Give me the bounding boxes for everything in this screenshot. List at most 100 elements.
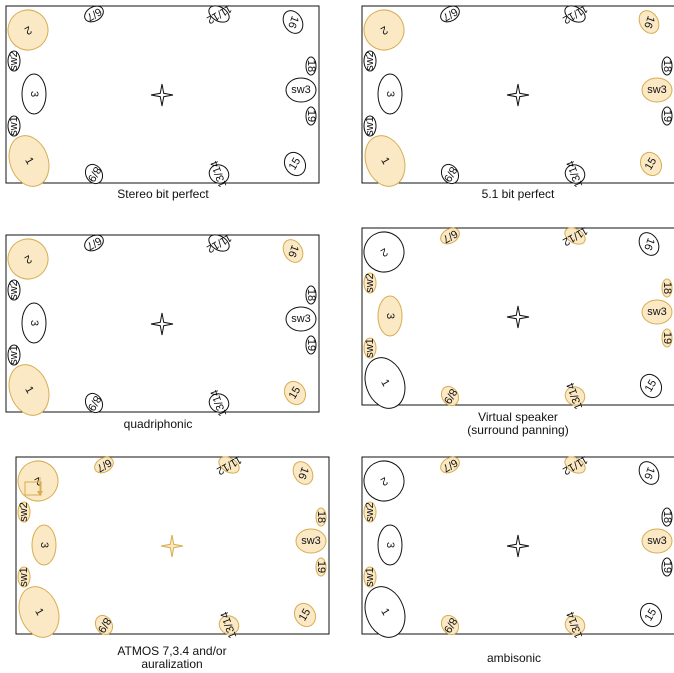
speaker-shape — [638, 461, 660, 485]
speaker-shape — [661, 507, 673, 527]
speaker-shape — [305, 285, 317, 305]
speaker-shape — [305, 106, 317, 126]
speaker-label: 3 — [384, 313, 396, 319]
speaker-shape — [293, 602, 317, 628]
speaker-label: 18 — [661, 282, 673, 294]
speaker-label: 19 — [305, 339, 317, 351]
speaker-label: 1 — [378, 377, 391, 388]
speaker-label: sw2 — [18, 502, 30, 522]
speaker-shape — [283, 380, 307, 406]
speaker: 19 — [315, 557, 327, 577]
speaker: 11/12 — [204, 231, 233, 255]
speaker-label: sw2 — [364, 51, 376, 71]
speaker: 2 — [363, 231, 405, 273]
panel-caption: ambisonic — [487, 651, 541, 665]
speaker: 2 — [7, 238, 49, 280]
speaker-label: sw3 — [647, 306, 667, 318]
speaker-shape — [440, 385, 460, 407]
speaker: sw2 — [7, 279, 21, 301]
speaker-shape — [285, 306, 317, 332]
speaker-label: 19 — [661, 332, 673, 344]
speaker: 8/9 — [84, 392, 104, 414]
speaker: 1 — [8, 364, 50, 416]
speaker: 1 — [18, 586, 60, 638]
speaker-shape — [94, 614, 114, 636]
speaker: 13/14 — [564, 381, 586, 411]
speaker: 11/12 — [204, 2, 233, 26]
speaker-shape — [363, 337, 377, 359]
speaker-label: sw1 — [364, 116, 376, 136]
speaker: sw1 — [363, 115, 377, 137]
panel-caption: auralization — [141, 657, 202, 671]
speaker: 19 — [661, 557, 673, 577]
speaker: 19 — [305, 106, 317, 126]
speaker: 2 — [363, 9, 405, 51]
speaker-shape — [363, 9, 405, 51]
listener-position-icon — [160, 534, 184, 558]
speaker-shape — [292, 461, 314, 485]
speaker-label: 18 — [305, 289, 317, 301]
speaker: 2 — [7, 9, 49, 51]
speaker-label: 16 — [285, 14, 300, 30]
speaker: 15 — [283, 380, 307, 406]
speaker-label: sw3 — [291, 313, 311, 325]
speaker-shape — [21, 73, 47, 115]
speaker-shape — [638, 232, 660, 256]
speaker-label: 16 — [641, 14, 656, 30]
speaker: sw3 — [641, 77, 673, 103]
speaker-label: sw1 — [364, 338, 376, 358]
speaker-label: sw2 — [364, 273, 376, 293]
speaker-shape — [639, 151, 663, 177]
speaker-shape — [661, 278, 673, 298]
speaker-shape — [84, 5, 104, 23]
speaker-label: 1 — [22, 155, 35, 166]
speaker-label: 15 — [287, 385, 304, 402]
speaker-shape — [377, 524, 403, 566]
speaker-shape — [7, 115, 21, 137]
speaker: 3 — [21, 302, 47, 344]
speaker: 15 — [639, 602, 663, 628]
speaker-shape — [295, 528, 327, 554]
speaker-shape — [84, 392, 104, 414]
speaker: 16 — [292, 461, 314, 485]
speaker: 6/7 — [440, 227, 460, 245]
speaker: 3 — [377, 524, 403, 566]
speaker: sw1 — [363, 566, 377, 588]
listener-position-icon — [506, 83, 530, 107]
listener-position-icon — [506, 305, 530, 329]
speaker-shape — [564, 5, 586, 23]
speaker-shape — [218, 615, 240, 635]
speaker-shape — [363, 115, 377, 137]
speaker: 6/7 — [440, 456, 460, 474]
speaker-label: sw2 — [8, 51, 20, 71]
speaker-label: 18 — [661, 511, 673, 523]
speaker-shape — [661, 56, 673, 76]
speaker-label: 1 — [378, 155, 391, 166]
speaker-label: sw1 — [364, 567, 376, 587]
speaker: sw3 — [641, 299, 673, 325]
speaker-shape — [564, 386, 586, 406]
speaker: 6/7 — [84, 5, 104, 23]
speaker: 3 — [377, 295, 403, 337]
speaker-label: 1 — [22, 384, 35, 395]
speaker: sw1 — [7, 344, 21, 366]
speaker-label: 3 — [38, 542, 50, 548]
speaker: 19 — [661, 328, 673, 348]
speaker-shape — [364, 586, 406, 638]
speaker: 6/7 — [440, 5, 460, 23]
speaker: sw1 — [17, 566, 31, 588]
speaker: 19 — [305, 335, 317, 355]
speaker: sw2 — [7, 50, 21, 72]
speaker: sw3 — [285, 306, 317, 332]
speaker-label: 3 — [384, 91, 396, 97]
panel-caption: Virtual speaker — [478, 410, 558, 424]
speaker-shape — [661, 328, 673, 348]
speaker-shape — [17, 566, 31, 588]
speaker-shape — [364, 135, 406, 187]
speaker: 18 — [661, 278, 673, 298]
speaker-shape — [564, 227, 586, 245]
